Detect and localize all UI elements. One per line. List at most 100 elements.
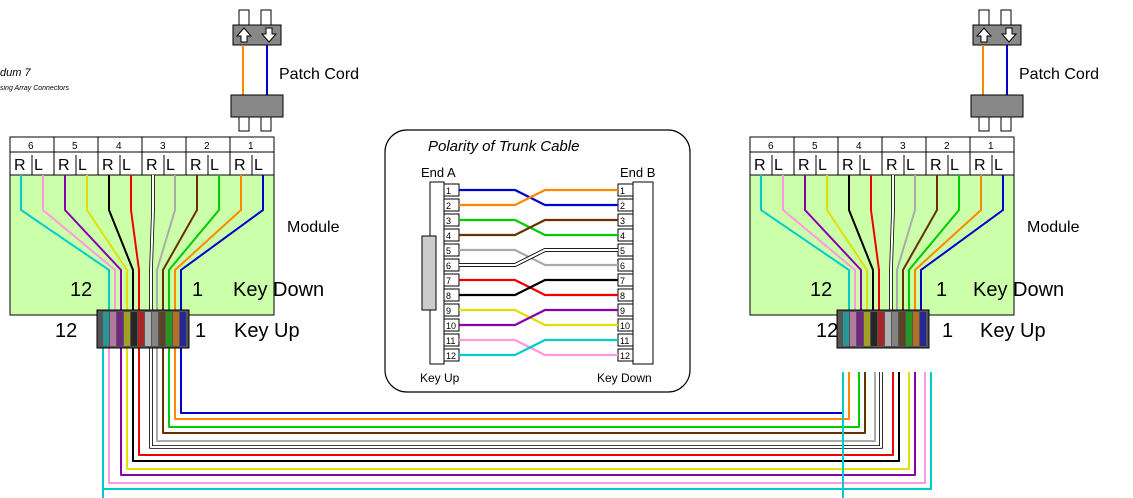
left-module-l-label: L: [122, 157, 131, 174]
right-module-up-arrow-icon: [975, 27, 993, 43]
end-a-fiber-number: 6: [446, 261, 451, 271]
right-module-ribbon-strip: [899, 312, 905, 346]
right-module-r-label: R: [886, 157, 898, 174]
left-key-down-12: 12: [70, 279, 92, 301]
right-module-ribbon-strip: [885, 312, 891, 346]
end-b-fiber-number: 12: [620, 351, 630, 361]
right-module-l-label: L: [994, 157, 1003, 174]
right-module-port-number: 1: [988, 141, 994, 152]
left-module-ribbon-strip: [166, 312, 172, 346]
left-module-r-label: R: [190, 157, 202, 174]
center-fiber-2: [459, 188, 618, 207]
key-down-foot-label: Key Down: [597, 371, 652, 385]
right-module-ribbon-strip: [871, 312, 877, 346]
left-key-up-12: 12: [55, 320, 77, 342]
left-patch-cord-label: Patch Cord: [279, 66, 359, 83]
polarity-title: Polarity of Trunk Cable: [428, 138, 579, 155]
left-module-ribbon-strip: [152, 312, 158, 346]
right-module-ribbon-strip: [906, 312, 912, 346]
right-module-module-fiber: [848, 175, 874, 330]
trunk-fiber-10: [120, 330, 916, 476]
left-module-port-number: 3: [160, 141, 166, 152]
right-module-module-fiber: [782, 175, 856, 330]
right-module-bottom-connector: [970, 94, 1024, 118]
right-module-module-fiber: [908, 175, 960, 330]
left-module-label: Module: [287, 219, 340, 236]
right-module-r-label: R: [754, 157, 766, 174]
right-key-up-1: 1: [942, 320, 953, 342]
left-module-ferrule-c: [238, 116, 250, 132]
left-key-down-1: 1: [192, 279, 203, 301]
center-fiber-12: [459, 338, 618, 357]
trunk-fiber-8: [132, 330, 900, 462]
end-b-fiber-number: 6: [620, 261, 625, 271]
right-module-port-number: 4: [856, 141, 862, 152]
end-b-fiber-number: 1: [620, 186, 625, 196]
left-module-port-number: 6: [28, 141, 34, 152]
left-module-port-number: 4: [116, 141, 122, 152]
right-module-ferrule-a: [978, 9, 990, 26]
right-module-module-fiber: [870, 175, 880, 330]
end-a-fiber-number: 1: [446, 186, 451, 196]
left-module-ribbon-strip: [138, 312, 144, 346]
end-b-fiber-number: 8: [620, 291, 625, 301]
left-module-ferrule-d: [260, 116, 272, 132]
left-module-module-fiber: [20, 175, 110, 330]
right-module-r-label: R: [930, 157, 942, 174]
trunk-fiber-6: [150, 330, 882, 448]
right-module-port-number: 6: [768, 141, 774, 152]
left-module-module-fiber: [86, 175, 128, 330]
left-module-l-label: L: [166, 157, 175, 174]
end-b-fiber-number: 5: [620, 246, 625, 256]
right-key-up-label: Key Up: [980, 320, 1046, 342]
left-module-ribbon-strip: [159, 312, 165, 346]
left-module-r-label: R: [102, 157, 114, 174]
addendum-title: dum 7: [0, 67, 31, 79]
end-a-fiber-number: 11: [446, 336, 455, 346]
right-module-module-fiber: [760, 175, 850, 330]
right-module-module-fiber: [896, 175, 916, 330]
right-module-ribbon-strip: [892, 312, 898, 346]
right-module-ribbon-strip: [843, 312, 849, 346]
end-b-fiber-number: 11: [620, 336, 629, 346]
left-module-l-label: L: [78, 157, 87, 174]
end-b-housing: [632, 181, 654, 365]
end-b-fiber-number: 10: [620, 321, 630, 331]
addendum-subtitle: sing Array Connectors: [0, 85, 69, 92]
end-b-fiber-number: 3: [620, 216, 625, 226]
left-key-up-1: 1: [195, 320, 206, 342]
right-module-module-body: [749, 174, 1015, 316]
end-b-fiber-number: 4: [620, 231, 625, 241]
center-fiber-4: [459, 218, 618, 237]
trunk-fiber-11: [108, 330, 926, 484]
left-module-up-arrow-icon: [235, 27, 253, 43]
right-module-l-label: L: [906, 157, 915, 174]
left-key-down-label: Key Down: [233, 279, 324, 301]
trunk-fiber-4: [162, 330, 866, 434]
right-patch-cord-label: Patch Cord: [1019, 66, 1099, 83]
right-module-l-label: L: [862, 157, 871, 174]
left-module-port-number: 2: [204, 141, 210, 152]
right-module-port-number: 2: [944, 141, 950, 152]
right-module-port-number: 3: [900, 141, 906, 152]
left-module-down-arrow-icon: [260, 27, 278, 43]
right-module-ribbon-strip: [878, 312, 884, 346]
end-a-label: End A: [421, 165, 456, 180]
end-b-fiber-number: 9: [620, 306, 625, 316]
right-module-l-label: L: [818, 157, 827, 174]
right-module-ribbon-strip: [920, 312, 926, 346]
right-module-module-fiber: [914, 175, 982, 330]
right-key-up-12: 12: [816, 320, 838, 342]
left-module-port-number: 1: [248, 141, 254, 152]
end-a-fiber-number: 8: [446, 291, 451, 301]
end-a-fiber-number: 12: [446, 351, 456, 361]
left-module-r-label: R: [14, 157, 26, 174]
right-module-l-label: L: [774, 157, 783, 174]
left-module-ribbon-strip: [124, 312, 130, 346]
left-module-module-fiber: [174, 175, 242, 330]
right-module-ribbon-strip: [850, 312, 856, 346]
left-module-r-label: R: [146, 157, 158, 174]
end-a-fiber-number: 5: [446, 246, 451, 256]
